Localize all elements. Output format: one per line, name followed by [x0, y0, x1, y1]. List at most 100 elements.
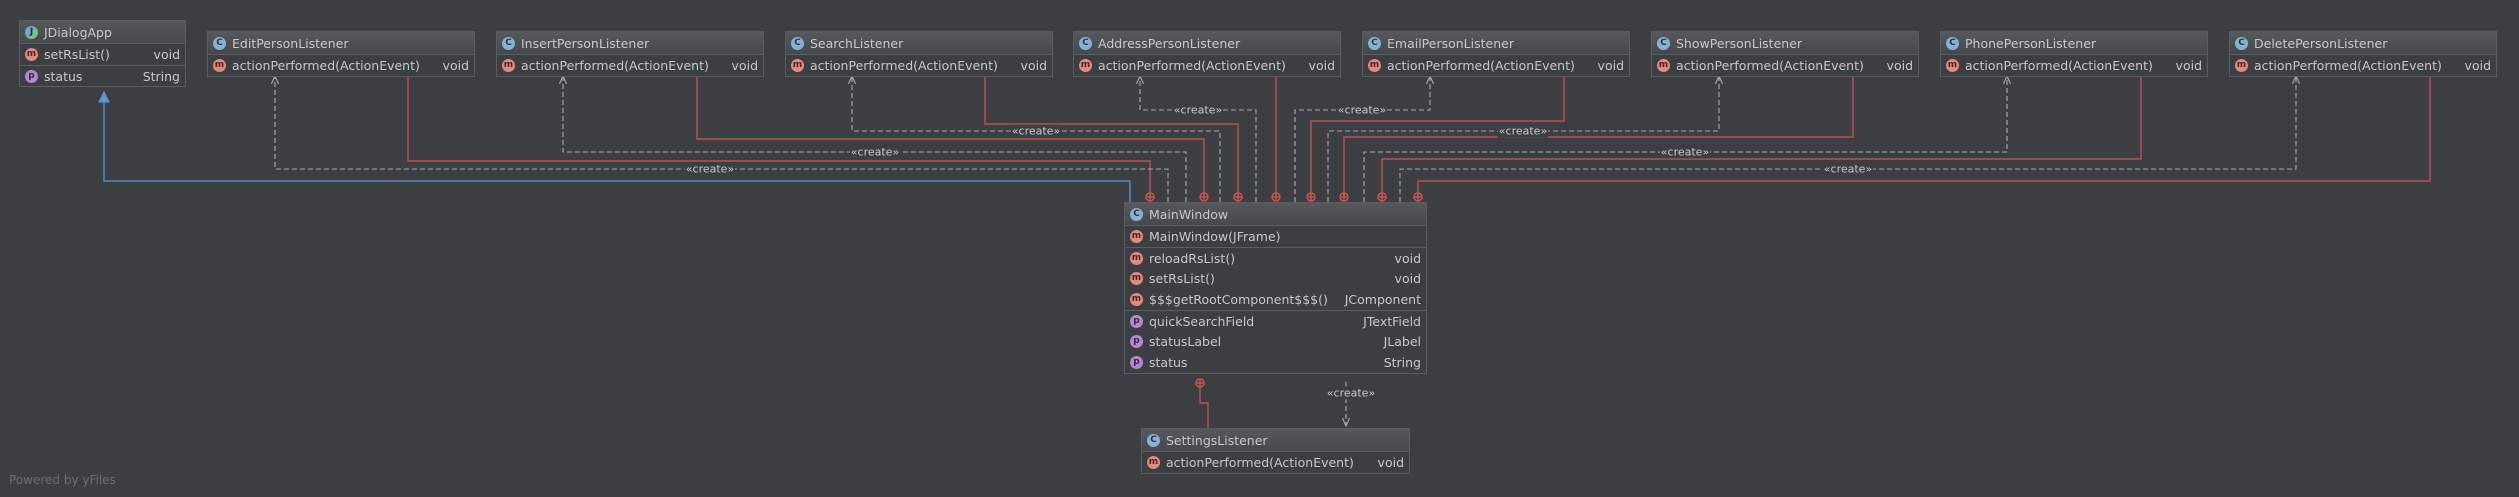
- edge-label: «create»: [1497, 124, 1549, 138]
- create-edge-email: [1294, 76, 1430, 202]
- class-header: C EditPersonListener: [208, 32, 474, 55]
- method-icon: m: [25, 48, 38, 61]
- create-edge-edit: [275, 76, 1169, 202]
- class-name: JDialogApp: [44, 24, 112, 40]
- class-name: ShowPersonListener: [1676, 35, 1803, 51]
- method-icon: m: [1946, 59, 1959, 72]
- inner-edge-phone: [1381, 72, 2142, 196]
- property-icon: p: [1130, 356, 1143, 369]
- method-icon: m: [502, 59, 515, 72]
- class-name: SearchListener: [810, 35, 904, 51]
- class-icon: C: [502, 36, 515, 50]
- edge-label: «create»: [1172, 103, 1224, 117]
- class-header: C EmailPersonListener: [1363, 32, 1629, 55]
- method-icon: m: [1368, 59, 1381, 72]
- inner-edge-settings: [1199, 382, 1209, 428]
- class-name: InsertPersonListener: [521, 35, 650, 51]
- inner-edge-insert: [696, 72, 1205, 196]
- class-icon: C: [2235, 36, 2248, 50]
- class-icon: C: [1946, 36, 1959, 50]
- inner-edge-edit: [407, 72, 1151, 196]
- method-icon: m: [791, 59, 804, 72]
- inner-edge-delete: [1417, 72, 2431, 196]
- create-edge-delete: [1399, 76, 2296, 202]
- class-header: C InsertPersonListener: [497, 32, 763, 55]
- property-icon: p: [1130, 335, 1143, 348]
- edge-label: «create»: [849, 145, 901, 159]
- class-header: C PhonePersonListener: [1941, 32, 2207, 55]
- create-edge-address: [1140, 76, 1257, 202]
- class-name: EmailPersonListener: [1387, 35, 1514, 51]
- inner-edge-email: [1310, 72, 1565, 196]
- class-header: C SettingsListener: [1142, 429, 1409, 452]
- create-edge-search: [852, 76, 1221, 202]
- property-icon: p: [25, 69, 38, 83]
- edge-label: «create»: [1336, 103, 1388, 117]
- inner-edge-search: [984, 72, 1239, 196]
- method-icon: m: [1130, 272, 1143, 285]
- class-name: MainWindow: [1149, 206, 1229, 222]
- class-name: SettingsListener: [1166, 432, 1268, 448]
- class-header: C SearchListener: [786, 32, 1052, 55]
- class-header: J JDialogApp: [20, 21, 185, 44]
- class-name: AddressPersonListener: [1098, 35, 1241, 51]
- class-icon: C: [1079, 36, 1092, 50]
- method-icon: m: [1147, 456, 1160, 469]
- edge-label: «create»: [1659, 145, 1711, 159]
- class-icon: C: [791, 36, 804, 50]
- method-icon: m: [1130, 230, 1143, 243]
- method-icon: m: [1079, 59, 1092, 72]
- method-icon: m: [1130, 251, 1143, 265]
- class-name: PhonePersonListener: [1965, 35, 2097, 51]
- method-icon: m: [2235, 59, 2248, 72]
- class-name: EditPersonListener: [232, 35, 349, 51]
- inherit-edge: [98, 90, 1131, 202]
- member-row[interactable]: m$$$getRootComponent$$$()JComponent: [1130, 292, 1421, 307]
- method-icon: m: [1657, 59, 1670, 72]
- method-icon: m: [213, 59, 226, 72]
- edge-label: «create»: [684, 162, 736, 176]
- method-icon: m: [1130, 293, 1143, 306]
- class-header: C AddressPersonListener: [1074, 32, 1340, 55]
- edge-label: «create»: [1325, 386, 1377, 400]
- class-icon: C: [213, 36, 226, 50]
- inner-edge-show: [1343, 72, 1854, 196]
- class-icon: J: [25, 25, 38, 39]
- create-edge-show: [1327, 76, 1719, 202]
- class-icon: C: [1657, 36, 1670, 50]
- class-header: C ShowPersonListener: [1652, 32, 1918, 55]
- create-edge-phone: [1363, 76, 2007, 202]
- class-icon: C: [1368, 36, 1381, 50]
- class-icon: C: [1147, 433, 1160, 447]
